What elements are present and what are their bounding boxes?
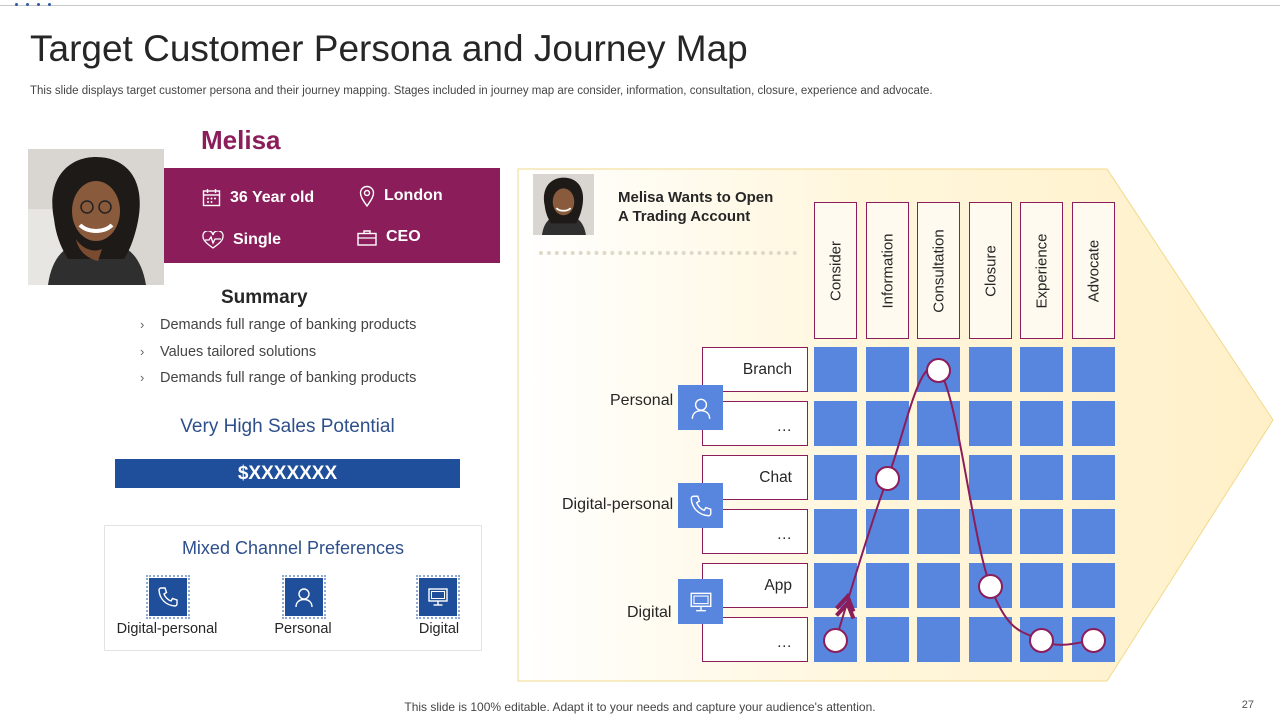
sales-value: $XXXXXXX	[115, 459, 460, 488]
channel-group-label: Personal	[610, 392, 674, 409]
persona-photo	[28, 149, 164, 285]
grid-cell	[1072, 455, 1115, 500]
journey-node	[823, 628, 848, 653]
channel-preferences-title: Mixed Channel Preferences	[181, 538, 405, 558]
persona-name: Melisa	[201, 125, 281, 155]
grid-cell	[1072, 563, 1115, 608]
row-branch: Branch	[702, 347, 808, 392]
journey-heading: Melisa Wants to Open A Trading Account	[618, 188, 773, 226]
grid-cell	[1020, 347, 1063, 392]
grid-cell	[1020, 455, 1063, 500]
channel-label: Digital-personal	[116, 621, 218, 637]
grid-cell	[917, 509, 960, 554]
summary-list: ›Demands full range of banking products …	[140, 317, 416, 397]
grid-cell	[917, 455, 960, 500]
channel-label: Personal	[274, 621, 332, 637]
channel-group-label: Digital	[627, 604, 672, 621]
persona-role-text: CEO	[386, 228, 421, 245]
row-digital-more: …	[702, 617, 808, 662]
slide-title: Target Customer Persona and Journey Map	[30, 28, 748, 69]
grid-cell	[814, 347, 857, 392]
journey-node	[978, 574, 1003, 599]
grid-cell	[969, 401, 1012, 446]
channel-preferences: Mixed Channel Preferences Digital-person…	[104, 525, 482, 651]
journey-heading-line2: A Trading Account	[618, 208, 751, 225]
sales-potential-label: Very High Sales Potential	[180, 416, 395, 437]
page-number: 27	[1241, 699, 1254, 711]
grid-cell	[917, 563, 960, 608]
summary-item: ›Demands full range of banking products	[140, 317, 417, 333]
grid-cell	[969, 347, 1012, 392]
grid-cell	[814, 455, 857, 500]
journey-node	[926, 358, 951, 383]
slide-subtitle: This slide displays target customer pers…	[30, 85, 933, 97]
persona-age-text: 36 Year old	[230, 188, 315, 206]
grid-cell	[866, 401, 909, 446]
summary-title: Summary	[221, 287, 308, 308]
phone-icon	[678, 483, 723, 528]
grid-cell	[814, 509, 857, 554]
heartbeat-icon	[202, 231, 224, 249]
stage-advocate: Advocate	[1072, 202, 1115, 339]
journey-node	[875, 466, 900, 491]
stage-information: Information	[866, 202, 909, 339]
decor-dots	[15, 3, 51, 6]
persona-location: London	[359, 185, 443, 207]
person-icon	[678, 385, 723, 430]
summary-item: ›Values tailored solutions	[140, 343, 317, 360]
persona-status: Single	[202, 231, 281, 249]
top-rule	[0, 5, 1280, 6]
summary-item: ›Demands full range of banking products	[140, 370, 417, 386]
stage-consultation: Consultation	[917, 202, 960, 339]
persona-photo-small	[533, 174, 594, 235]
grid-cell	[1020, 401, 1063, 446]
footer-note: This slide is 100% editable. Adapt it to…	[404, 700, 876, 714]
grid-cell	[969, 455, 1012, 500]
persona-age: 36 Year old	[202, 188, 314, 207]
calendar-icon	[202, 189, 221, 207]
grid-cell	[1072, 401, 1115, 446]
channel-group-label: Digital-personal	[562, 496, 674, 513]
grid-cell	[866, 347, 909, 392]
journey-node	[1081, 628, 1106, 653]
grid-cell	[1020, 509, 1063, 554]
monitor-icon	[678, 579, 723, 624]
monitor-icon	[416, 575, 460, 619]
grid-cell	[1020, 563, 1063, 608]
person-icon	[282, 575, 326, 619]
divider-dotted	[539, 251, 797, 255]
grid-cell	[969, 617, 1012, 662]
persona-status-text: Single	[233, 231, 282, 248]
persona-role: CEO	[357, 228, 421, 246]
stage-experience: Experience	[1020, 202, 1063, 339]
stage-consider: Consider	[814, 202, 857, 339]
chevron-right-icon: ›	[140, 370, 145, 385]
persona-location-text: London	[384, 187, 443, 204]
phone-icon	[146, 575, 190, 619]
chevron-right-icon: ›	[140, 317, 145, 332]
channel-label: Digital	[418, 621, 460, 637]
journey-direction-arrow	[835, 592, 856, 620]
stage-closure: Closure	[969, 202, 1012, 339]
journey-heading-line1: Melisa Wants to Open	[618, 189, 774, 206]
chevron-right-icon: ›	[140, 343, 145, 359]
journey-node	[1029, 628, 1054, 653]
persona-info-band: 36 Year old London Single CEO	[164, 168, 500, 263]
briefcase-icon	[357, 229, 377, 246]
grid-cell	[814, 401, 857, 446]
grid-cell	[917, 617, 960, 662]
location-pin-icon	[359, 185, 375, 207]
grid-cell	[866, 617, 909, 662]
grid-cell	[866, 563, 909, 608]
journey-path-line	[834, 366, 1094, 646]
grid-cell	[1072, 509, 1115, 554]
grid-cell	[1072, 347, 1115, 392]
